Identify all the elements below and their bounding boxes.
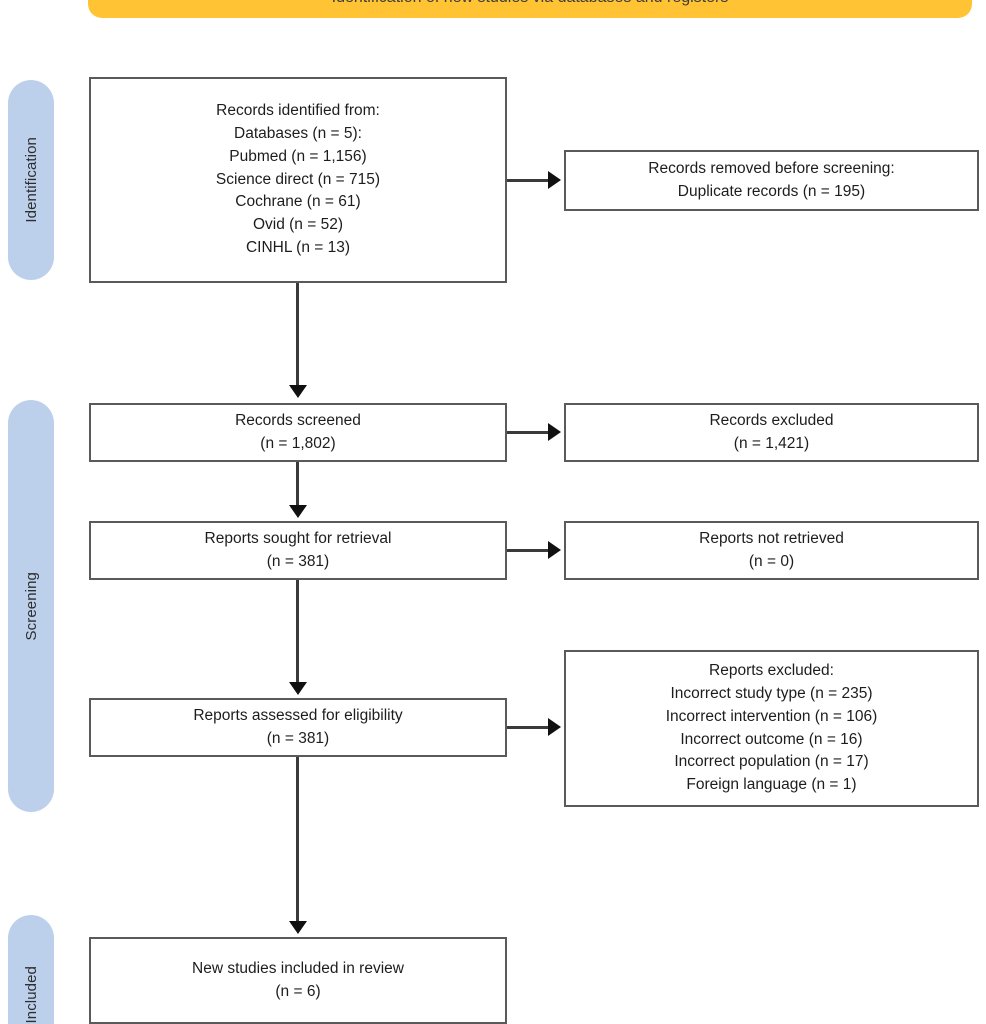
- connector-assessed-to-included: [296, 757, 299, 924]
- box-records-removed-before-screening-text: Records removed before screening: Duplic…: [648, 159, 895, 200]
- box-records-excluded-text: Records excluded (n = 1,421): [709, 411, 834, 452]
- box-records-excluded: Records excluded (n = 1,421): [564, 403, 979, 462]
- connector-sought-to-assessed: [296, 580, 299, 685]
- box-new-studies-included-in-review-text: New studies included in review (n = 6): [192, 959, 404, 1000]
- connector-identified-to-screened: [296, 283, 299, 390]
- connector-screened-to-sought: [296, 462, 299, 508]
- stage-rail-identification: Identification: [8, 80, 54, 280]
- box-records-removed-before-screening: Records removed before screening: Duplic…: [564, 150, 979, 211]
- box-reports-excluded: Reports excluded: Incorrect study type (…: [564, 650, 979, 807]
- box-reports-sought-for-retrieval: Reports sought for retrieval (n = 381): [89, 521, 507, 580]
- stage-rail-screening-label: Screening: [22, 571, 40, 641]
- connector-assessed-to-reports-excluded: [507, 726, 551, 729]
- box-reports-sought-for-retrieval-text: Reports sought for retrieval (n = 381): [204, 529, 392, 570]
- arrowhead-right-icon: [548, 423, 561, 441]
- identification-banner: Identification of new studies via databa…: [88, 0, 972, 18]
- identification-banner-title: Identification of new studies via databa…: [332, 0, 729, 6]
- box-records-identified-text: Records identified from: Databases (n = …: [215, 101, 381, 257]
- arrowhead-down-icon: [289, 505, 307, 518]
- arrowhead-right-icon: [548, 541, 561, 559]
- box-reports-assessed-for-eligibility: Reports assessed for eligibility (n = 38…: [89, 698, 507, 757]
- connector-sought-to-not-retrieved: [507, 549, 551, 552]
- box-reports-excluded-text: Reports excluded: Incorrect study type (…: [665, 661, 878, 794]
- box-records-identified: Records identified from: Databases (n = …: [89, 77, 507, 283]
- arrowhead-down-icon: [289, 921, 307, 934]
- arrowhead-down-icon: [289, 682, 307, 695]
- box-reports-assessed-for-eligibility-text: Reports assessed for eligibility (n = 38…: [193, 706, 403, 747]
- arrowhead-right-icon: [548, 171, 561, 189]
- arrowhead-right-icon: [548, 718, 561, 736]
- stage-rail-screening: Screening: [8, 400, 54, 812]
- box-records-screened-text: Records screened (n = 1,802): [235, 411, 361, 452]
- box-reports-not-retrieved: Reports not retrieved (n = 0): [564, 521, 979, 580]
- connector-screened-to-excluded: [507, 431, 551, 434]
- box-records-screened: Records screened (n = 1,802): [89, 403, 507, 462]
- stage-rail-identification-label: Identification: [22, 137, 40, 223]
- stage-rail-included: Included: [8, 915, 54, 1024]
- arrowhead-down-icon: [289, 385, 307, 398]
- connector-identified-to-removed: [507, 179, 551, 182]
- box-reports-not-retrieved-text: Reports not retrieved (n = 0): [699, 529, 844, 570]
- box-new-studies-included-in-review: New studies included in review (n = 6): [89, 937, 507, 1024]
- stage-rail-included-label: Included: [22, 966, 40, 1024]
